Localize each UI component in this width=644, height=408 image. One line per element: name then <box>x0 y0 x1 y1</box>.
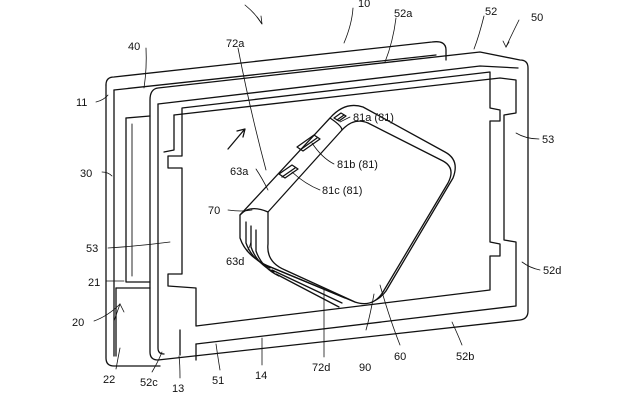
label-21: 21 <box>88 277 100 289</box>
insertion-arrow <box>227 128 246 150</box>
label-63d: 63d <box>226 256 244 268</box>
label-70: 70 <box>208 205 220 217</box>
label-81c: 81c (81) <box>322 185 362 197</box>
leader-lines <box>93 4 541 379</box>
label-52b: 52b <box>456 351 474 363</box>
label-22: 22 <box>103 374 115 386</box>
label-72a: 72a <box>226 38 245 50</box>
label-81a: 81a (81) <box>353 112 394 124</box>
back-housing <box>105 41 447 367</box>
label-52: 52 <box>485 6 497 18</box>
front-frame <box>149 51 529 361</box>
label-53-left: 53 <box>86 243 98 255</box>
label-90: 90 <box>359 362 371 374</box>
terminals <box>278 112 347 179</box>
label-52a: 52a <box>394 8 413 20</box>
label-10: 10 <box>358 0 370 10</box>
label-14: 14 <box>255 370 267 382</box>
label-52d: 52d <box>543 265 561 277</box>
label-63a: 63a <box>230 166 249 178</box>
label-13: 13 <box>172 383 184 395</box>
label-40: 40 <box>128 41 140 53</box>
label-11: 11 <box>76 97 87 109</box>
label-30: 30 <box>80 168 92 180</box>
reference-labels: 10 52a 52 50 40 72a 11 53 81a (81) 81b (… <box>72 0 561 395</box>
label-51: 51 <box>212 375 224 387</box>
label-20: 20 <box>72 317 84 329</box>
battery-pack <box>239 104 456 308</box>
label-53-right: 53 <box>542 134 554 146</box>
label-72d: 72d <box>312 362 330 374</box>
label-52c: 52c <box>140 377 158 389</box>
label-60: 60 <box>394 351 406 363</box>
label-81b: 81b (81) <box>337 159 378 171</box>
label-50: 50 <box>531 12 543 24</box>
